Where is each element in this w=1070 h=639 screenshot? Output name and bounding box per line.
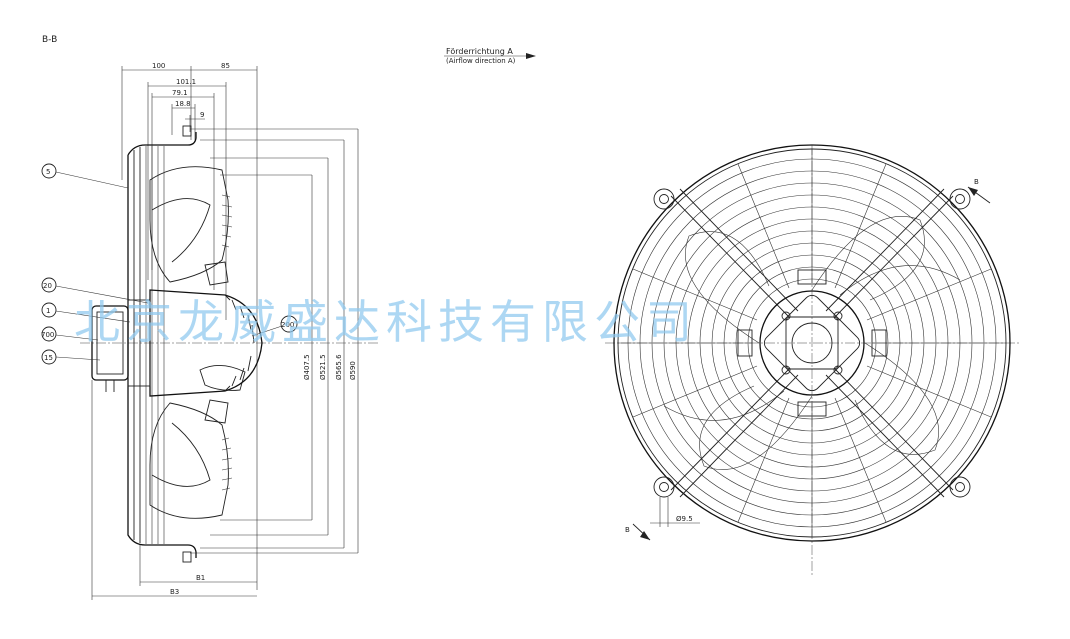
airflow-label-en: (Airflow direction A) bbox=[446, 57, 516, 65]
svg-text:5: 5 bbox=[46, 168, 50, 176]
mounting-lug-top-right bbox=[949, 188, 971, 210]
balloon-200: 200 bbox=[251, 315, 298, 337]
dim-9: 9 bbox=[200, 111, 204, 119]
hole-dimension: Ø9.5 bbox=[650, 497, 700, 527]
dim-79-1: 79.1 bbox=[172, 89, 188, 97]
side-view: 100 85 101.1 79.1 18.8 9 Ø407.5 Ø521.5 bbox=[41, 62, 380, 600]
mounting-lug-top-left bbox=[653, 188, 675, 210]
svg-text:1: 1 bbox=[46, 307, 50, 315]
dim-d407-5: Ø407.5 bbox=[303, 354, 311, 380]
dim-b3: B3 bbox=[170, 588, 179, 596]
section-mark-bottom: B bbox=[625, 523, 651, 541]
airflow-note: Förderrichtung A (Airflow direction A) bbox=[444, 47, 536, 65]
dim-101-1: 101.1 bbox=[176, 78, 196, 86]
dim-d590: Ø590 bbox=[349, 361, 357, 380]
mounting-lug-bottom-left bbox=[653, 476, 675, 498]
svg-text:20: 20 bbox=[43, 282, 52, 290]
dim-d565-6: Ø565.6 bbox=[335, 354, 343, 380]
svg-text:200: 200 bbox=[281, 321, 294, 329]
svg-text:15: 15 bbox=[44, 354, 53, 362]
fan-blades bbox=[663, 216, 961, 470]
svg-text:Ø9.5: Ø9.5 bbox=[676, 515, 693, 523]
dim-b1: B1 bbox=[196, 574, 205, 582]
section-mark-top: B bbox=[967, 178, 991, 204]
section-label: B-B bbox=[42, 35, 57, 45]
balloon-20: 20 bbox=[41, 277, 149, 304]
mounting-lug-bottom-right bbox=[949, 476, 971, 498]
balloon-5: 5 bbox=[41, 163, 129, 189]
dim-d521-5: Ø521.5 bbox=[319, 354, 327, 380]
dim-100: 100 bbox=[152, 62, 165, 70]
balloon-15: 15 bbox=[41, 349, 101, 365]
airflow-label-de: Förderrichtung A bbox=[446, 47, 513, 56]
watermark-text: 北京龙威盛达科技有限公司 bbox=[74, 295, 698, 349]
front-view: B B Ø9.5 bbox=[605, 144, 1020, 575]
balloon-700: 700 bbox=[41, 326, 99, 342]
balloon-1: 1 bbox=[41, 302, 131, 323]
dim-85: 85 bbox=[221, 62, 230, 70]
svg-text:700: 700 bbox=[41, 331, 54, 339]
motor-hub bbox=[737, 269, 887, 417]
svg-text:B: B bbox=[974, 178, 979, 186]
grille-spokes bbox=[618, 149, 1006, 537]
airflow-arrow-icon bbox=[526, 53, 536, 59]
mounting-arms bbox=[670, 188, 954, 498]
dim-18-8: 18.8 bbox=[175, 100, 191, 108]
svg-text:B: B bbox=[625, 526, 630, 534]
